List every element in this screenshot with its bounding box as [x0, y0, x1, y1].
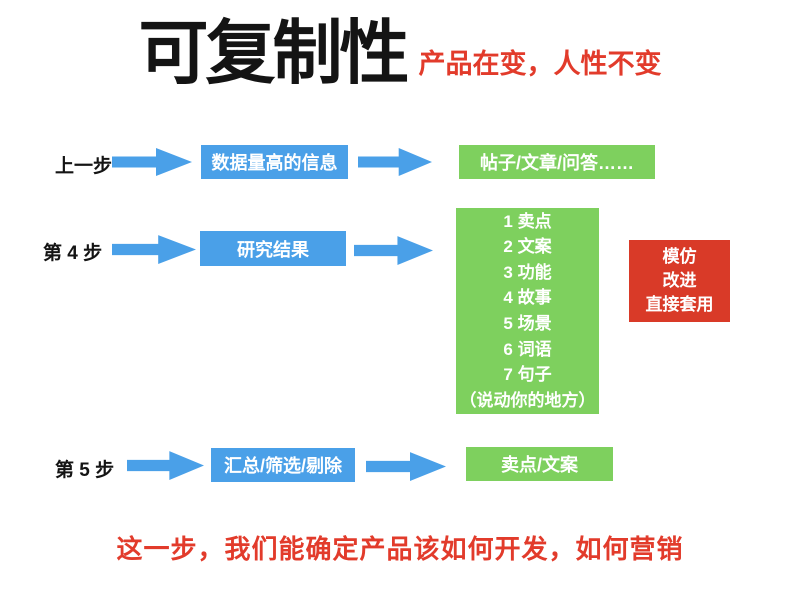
list-item: （说动你的地方） [459, 390, 596, 410]
arrow-right-icon [366, 450, 446, 483]
list-item: 5 场景 [503, 314, 552, 333]
list-item: 3 功能 [503, 262, 552, 282]
arrow-right-icon [112, 233, 196, 266]
row3-result-box: 卖点/文案 [466, 447, 613, 481]
arrow-right-icon [127, 449, 204, 482]
list-item: 1 卖点 [503, 211, 552, 231]
page-title: 可复制性 [138, 14, 410, 92]
list-item: 7 句子 [503, 365, 552, 385]
arrow-right-icon [354, 234, 433, 267]
action-item: 模仿 [662, 247, 697, 266]
arrow-right-icon [112, 146, 192, 178]
row2-action-box: 模仿 改进 直接套用 [629, 240, 730, 322]
list-item: 2 文案 [503, 237, 552, 257]
list-item: 6 词语 [503, 339, 552, 359]
row1-source-box: 数据量高的信息 [201, 145, 348, 179]
footer-text: 这一步，我们能确定产品该如何开发，如何营销 [116, 534, 684, 564]
row1-step-label: 上一步 [55, 156, 113, 177]
list-item: 4 故事 [503, 288, 552, 308]
action-item: 直接套用 [645, 295, 714, 314]
row2-source-box: 研究结果 [200, 231, 346, 266]
header: 可复制性 产品在变，人性不变 [0, 10, 800, 98]
arrow-right-icon [358, 146, 432, 178]
row2-list-box: 1 卖点 2 文案 3 功能 4 故事 5 场景 6 词语 7 句子 （说动你的… [456, 208, 599, 414]
page-subtitle: 产品在变，人性不变 [418, 48, 662, 79]
action-item: 改进 [662, 271, 697, 290]
row2-step-label: 第 4 步 [43, 243, 103, 264]
row3-step-label: 第 5 步 [55, 460, 115, 481]
row1-result-box: 帖子/文章/问答…… [459, 145, 655, 179]
row3-source-box: 汇总/筛选/剔除 [211, 448, 355, 482]
